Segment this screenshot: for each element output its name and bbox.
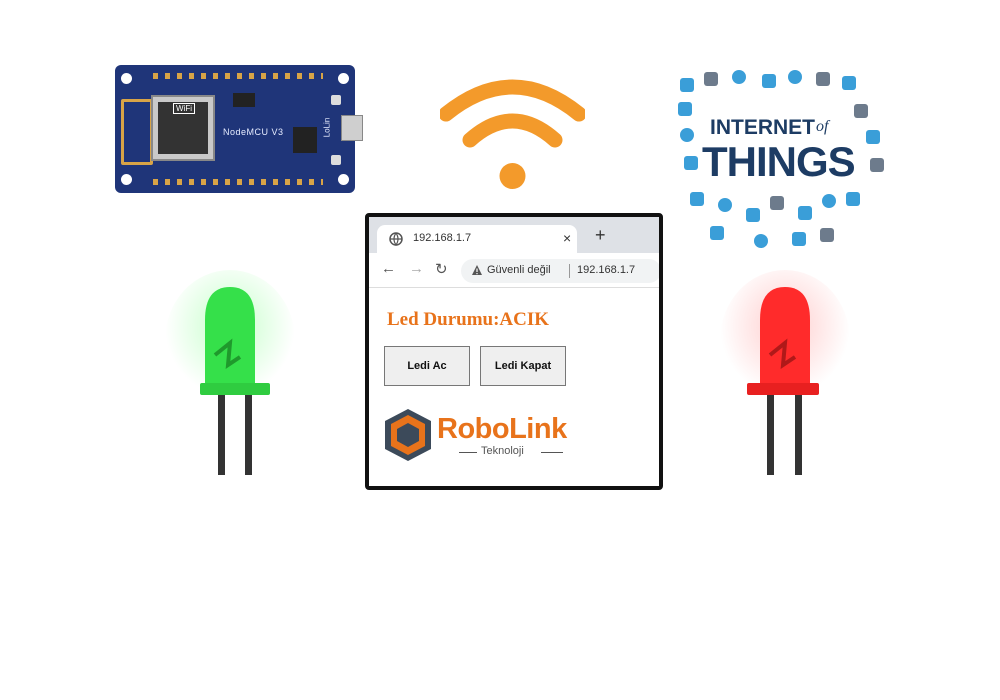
printer-icon xyxy=(820,228,834,242)
phone-icon xyxy=(762,74,776,88)
iot-title-things: THINGS xyxy=(702,138,856,185)
navigation-bar: ← → ↻ Güvenli değil 192.168.1.7 xyxy=(369,253,659,288)
board-label: NodeMCU V3 xyxy=(223,127,284,137)
pin-header-bottom xyxy=(153,179,323,185)
camera-icon xyxy=(718,198,732,212)
bulb-icon xyxy=(754,234,768,248)
wifi-icon xyxy=(440,79,585,189)
robolink-logo: RoboLink Teknoloji xyxy=(381,407,591,465)
logo-divider xyxy=(459,452,477,453)
esp-module-shield xyxy=(151,95,215,161)
nodemcu-board-image: WiFi NodeMCU V3 LoLin xyxy=(115,65,363,193)
warning-icon[interactable] xyxy=(471,264,483,276)
browser-tab[interactable]: 192.168.1.7 × xyxy=(377,225,577,253)
gear-icon xyxy=(684,156,698,170)
plane-icon xyxy=(854,104,868,118)
address-bar[interactable]: Güvenli değil 192.168.1.7 xyxy=(461,259,659,283)
bus-front-icon xyxy=(792,232,806,246)
router-icon xyxy=(846,192,860,206)
fan-icon xyxy=(680,78,694,92)
train-icon xyxy=(680,128,694,142)
iot-title-of: of xyxy=(816,118,829,135)
voltage-regulator xyxy=(233,93,255,107)
green-led-image xyxy=(165,270,295,475)
micro-usb-port xyxy=(341,115,363,141)
drone-icon xyxy=(732,70,746,84)
red-led-image xyxy=(720,270,850,475)
reload-icon[interactable]: ↻ xyxy=(435,261,448,278)
url-text[interactable]: 192.168.1.7 xyxy=(577,264,636,276)
logo-name: RoboLink xyxy=(437,413,567,445)
browser-window: 192.168.1.7 × + ← → ↻ Güvenli değil 192.… xyxy=(365,213,663,490)
mount-hole xyxy=(121,174,132,185)
car-icon xyxy=(816,72,830,86)
watch-icon xyxy=(746,208,760,222)
back-arrow-icon[interactable]: ← xyxy=(381,260,396,277)
tab-strip: 192.168.1.7 × + xyxy=(369,217,659,253)
led-status-heading: Led Durumu:ACIK xyxy=(387,309,550,330)
pin-header-top xyxy=(153,73,323,79)
pcb-antenna xyxy=(121,99,153,165)
mount-hole xyxy=(338,73,349,84)
mount-hole xyxy=(121,73,132,84)
address-separator xyxy=(569,264,570,278)
security-status[interactable]: Güvenli değil xyxy=(487,264,551,276)
reset-button xyxy=(331,155,341,165)
board-lolin-label: LoLin xyxy=(322,117,332,138)
iot-illustration: INTERNET of THINGS xyxy=(670,68,890,253)
forward-arrow-icon[interactable]: → xyxy=(409,260,424,277)
plant-icon xyxy=(678,102,692,116)
laptop-icon xyxy=(710,226,724,240)
clock-icon xyxy=(822,194,836,208)
flash-button xyxy=(331,95,341,105)
iot-title-internet: INTERNET xyxy=(710,116,815,139)
led-off-button[interactable]: Ledi Kapat xyxy=(480,346,566,386)
tv-icon xyxy=(866,130,880,144)
led-on-button[interactable]: Ledi Ac xyxy=(384,346,470,386)
tab-title: 192.168.1.7 xyxy=(413,232,472,244)
bike-icon xyxy=(788,70,802,84)
close-icon[interactable]: × xyxy=(563,230,572,246)
satellite-icon xyxy=(770,196,784,210)
bus-icon xyxy=(690,192,704,206)
speaker-icon xyxy=(798,206,812,220)
globe-icon xyxy=(389,232,403,246)
board-wifi-badge: WiFi xyxy=(173,103,195,114)
usb-chip xyxy=(293,127,317,153)
robolink-logo-mark xyxy=(385,409,431,461)
thermometer-icon xyxy=(870,158,884,172)
mount-hole xyxy=(338,174,349,185)
key-icon xyxy=(704,72,718,86)
logo-subtitle: Teknoloji xyxy=(481,445,524,457)
new-tab-button[interactable]: + xyxy=(595,225,606,245)
logo-divider xyxy=(541,452,563,453)
globe-icon xyxy=(842,76,856,90)
